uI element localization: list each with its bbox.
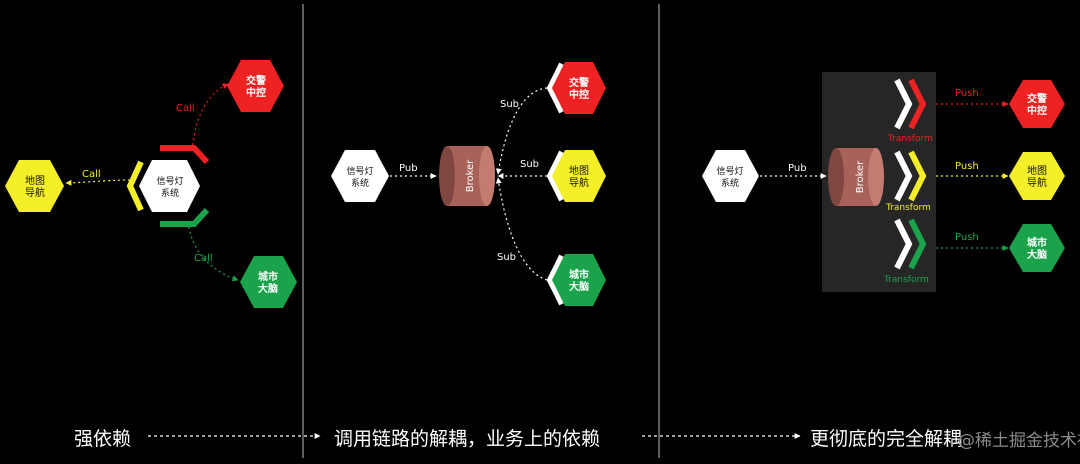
watermark: @稀土掘金技术社区	[958, 431, 1080, 451]
hex-sub-police-label: 交警中控	[569, 76, 589, 101]
hex-map-navigation	[5, 160, 64, 212]
hex-target-police	[1009, 80, 1065, 128]
transform-label-yellow: Transform	[885, 203, 931, 213]
broker-cylinder: Broker	[439, 146, 495, 206]
transform-label-green: Transform	[883, 275, 929, 285]
caption-full-decoupling: 更彻底的完全解耦	[810, 428, 963, 450]
hex-sub-map	[552, 150, 606, 202]
hex-publisher-3-label: 信号灯系统	[716, 165, 743, 189]
sub-bracket-map	[546, 150, 565, 202]
transform-chevron-yellow	[908, 150, 927, 202]
hex-signal-system-label: 信号灯系统	[156, 175, 183, 199]
hex-map-navigation-label: 地图导航	[25, 174, 45, 199]
hex-target-city	[1009, 224, 1065, 272]
transform-chevron-green	[908, 218, 927, 270]
hex-sub-city-label: 城市大脑	[569, 268, 589, 293]
caption-strong-dependency: 强依赖	[74, 428, 132, 450]
hex-target-city-label: 城市大脑	[1027, 236, 1047, 261]
call-label-city: Call	[194, 253, 213, 264]
broker-cylinder-3: Broker	[828, 148, 884, 206]
panel-strong-dependency: Call Call Call 信号灯系统 地图导航 交警中控 城市大脑	[5, 60, 297, 308]
sub-edge-police	[495, 87, 548, 175]
panel-full-decoupling: 信号灯系统 Pub Broker Transform Transform Tra…	[702, 72, 1065, 292]
hex-sub-police	[552, 62, 606, 114]
transform-chevron-red	[908, 78, 927, 130]
push-label-police: Push	[955, 88, 979, 99]
bracket-green	[160, 207, 210, 227]
hex-traffic-police-label: 交警中控	[246, 74, 266, 99]
hex-target-map	[1009, 152, 1065, 200]
call-edge-to-map	[65, 179, 131, 186]
call-label-map: Call	[82, 169, 101, 180]
bracket-yellow	[126, 160, 144, 212]
broker-label: Broker	[465, 159, 476, 192]
sub-label-map: Sub	[520, 159, 539, 170]
hex-city-brain-label: 城市大脑	[258, 270, 278, 295]
call-label-police: Call	[176, 103, 195, 114]
hex-target-map-label: 地图导航	[1027, 164, 1047, 189]
sub-edge-city	[495, 177, 548, 281]
push-label-map: Push	[955, 161, 979, 172]
sub-bracket-police	[546, 62, 565, 114]
transform-chevron-red-white	[894, 78, 913, 130]
sub-bracket-city	[546, 254, 565, 306]
call-edge-to-city	[187, 221, 239, 282]
pub-label-3: Pub	[788, 163, 807, 174]
hex-publisher-label: 信号灯系统	[346, 165, 373, 189]
hex-sub-map-label: 地图导航	[569, 164, 589, 189]
bracket-red	[160, 145, 210, 165]
hex-publisher-3	[702, 150, 759, 202]
transform-chevron-green-white	[894, 218, 913, 270]
hex-traffic-police	[227, 60, 284, 112]
panel-call-decoupling: 信号灯系统 Pub Broker Sub Sub Sub 交警中控 地图导航 城…	[331, 62, 606, 306]
sub-label-city: Sub	[497, 252, 516, 263]
pub-label: Pub	[399, 163, 418, 174]
transform-chevron-yellow-white	[894, 150, 913, 202]
hex-target-police-label: 交警中控	[1027, 92, 1047, 117]
transform-label-red: Transform	[887, 134, 933, 144]
call-edge-to-police	[191, 83, 229, 151]
hex-signal-system	[139, 160, 200, 212]
hex-sub-city	[552, 254, 606, 306]
broker-label-3: Broker	[855, 160, 866, 193]
caption-call-decoupling: 调用链路的解耦，业务上的依赖	[334, 428, 601, 450]
sub-label-police: Sub	[500, 99, 519, 110]
push-label-city: Push	[955, 232, 979, 243]
hex-publisher	[331, 150, 389, 202]
hex-city-brain	[240, 256, 297, 308]
